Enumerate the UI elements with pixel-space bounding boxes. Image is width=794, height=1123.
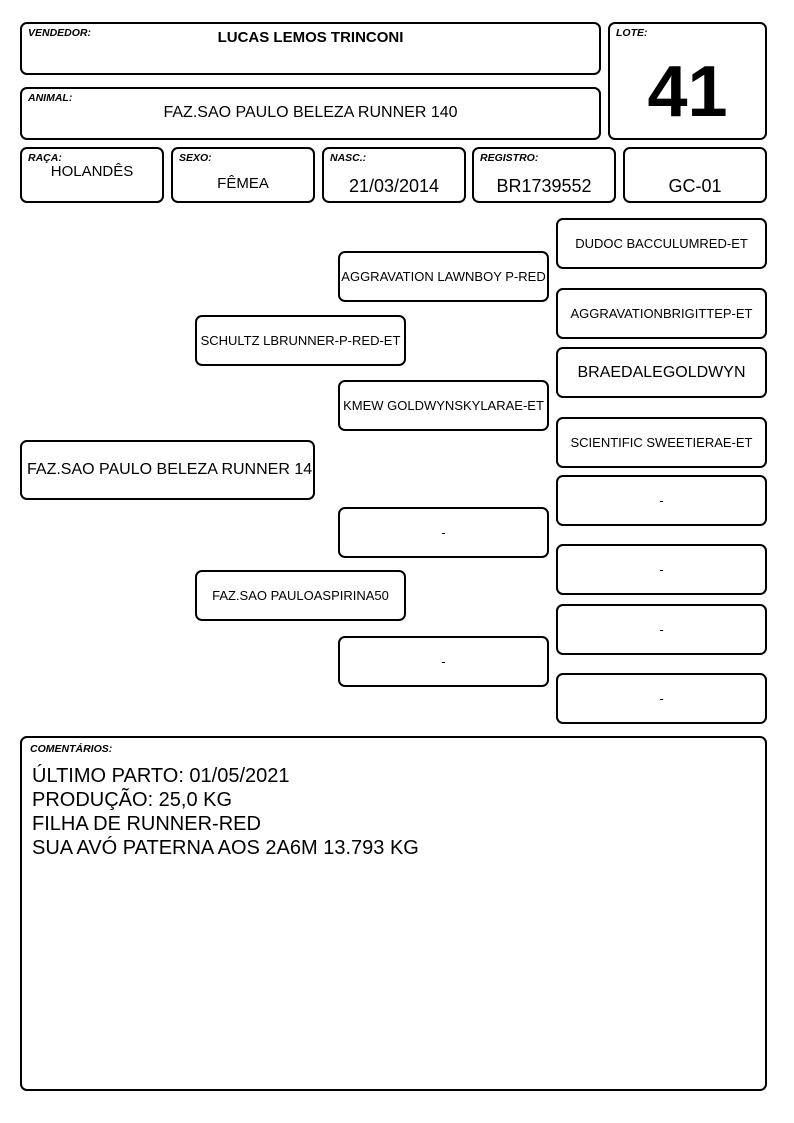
dam-dam-name: - <box>441 654 446 669</box>
nasc-box: NASC.: 21/03/2014 <box>322 147 466 203</box>
ggp-7-name: - <box>659 622 664 637</box>
ggp-4-box: SCIENTIFIC SWEETIERAE-ET <box>556 417 767 468</box>
code-value: GC-01 <box>668 176 722 196</box>
vendedor-value: LUCAS LEMOS TRINCONI <box>217 29 404 46</box>
comments-label: COMENTÁRIOS: <box>30 743 113 755</box>
sire-sire-box: AGGRAVATION LAWNBOY P-RED <box>338 251 549 302</box>
ggp-1-box: DUDOC BACCULUMRED-ET <box>556 218 767 269</box>
sexo-label: SEXO: <box>179 152 212 164</box>
animal-box: ANIMAL: FAZ.SAO PAULO BELEZA RUNNER 140 <box>20 87 601 140</box>
ggp-8-name: - <box>659 691 664 706</box>
ggp-7-box: - <box>556 604 767 655</box>
vendedor-box: VENDEDOR: LUCAS LEMOS TRINCONI <box>20 22 601 75</box>
lote-box: LOTE: 41 <box>608 22 767 140</box>
pedigree-animal-box: FAZ.SAO PAULO BELEZA RUNNER 14 <box>20 440 315 500</box>
sexo-value: FÊMEA <box>217 175 269 192</box>
lote-number: 41 <box>647 52 728 132</box>
dam-name: FAZ.SAO PAULOASPIRINA50 <box>212 588 389 603</box>
comment-line: PRODUÇÃO: 25,0 KG <box>32 789 233 811</box>
comment-line: ÚLTIMO PARTO: 01/05/2021 <box>32 765 290 787</box>
nasc-label: NASC.: <box>330 152 367 164</box>
ggp-4-name: SCIENTIFIC SWEETIERAE-ET <box>570 435 753 450</box>
comment-line: FILHA DE RUNNER-RED <box>32 813 261 835</box>
raca-label: RAÇA: <box>28 152 62 164</box>
ggp-8-box: - <box>556 673 767 724</box>
sire-dam-box: KMEW GOLDWYNSKYLARAE-ET <box>338 380 549 431</box>
ggp-5-box: - <box>556 475 767 526</box>
sire-sire-name: AGGRAVATION LAWNBOY P-RED <box>341 269 546 284</box>
vendedor-label: VENDEDOR: <box>28 27 92 39</box>
ggp-2-box: AGGRAVATIONBRIGITTEP-ET <box>556 288 767 339</box>
raca-value: HOLANDÊS <box>50 163 134 180</box>
sire-name: SCHULTZ LBRUNNER-P-RED-ET <box>200 333 401 348</box>
dam-sire-box: - <box>338 507 549 558</box>
ggp-6-box: - <box>556 544 767 595</box>
ggp-3-name: BRAEDALEGOLDWYN <box>577 363 746 381</box>
raca-box: RAÇA: HOLANDÊS <box>20 147 164 203</box>
comment-line: SUA AVÓ PATERNA AOS 2A6M 13.793 KG <box>32 837 419 859</box>
sire-box: SCHULTZ LBRUNNER-P-RED-ET <box>195 315 406 366</box>
lote-label: LOTE: <box>616 27 648 39</box>
sexo-box: SEXO: FÊMEA <box>171 147 315 203</box>
animal-name: FAZ.SAO PAULO BELEZA RUNNER 140 <box>163 104 458 121</box>
registro-box: REGISTRO: BR1739552 <box>472 147 616 203</box>
sire-dam-name: KMEW GOLDWYNSKYLARAE-ET <box>343 398 544 413</box>
comments-text: ÚLTIMO PARTO: 01/05/2021 PRODUÇÃO: 25,0 … <box>32 764 419 860</box>
dam-sire-name: - <box>441 525 446 540</box>
animal-label: ANIMAL: <box>28 92 73 104</box>
ggp-5-name: - <box>659 493 664 508</box>
dam-dam-box: - <box>338 636 549 687</box>
dam-box: FAZ.SAO PAULOASPIRINA50 <box>195 570 406 621</box>
ggp-2-name: AGGRAVATIONBRIGITTEP-ET <box>570 306 753 321</box>
registro-label: REGISTRO: <box>480 152 539 164</box>
ggp-1-name: DUDOC BACCULUMRED-ET <box>575 236 748 251</box>
ggp-3-box: BRAEDALEGOLDWYN <box>556 347 767 398</box>
code-box: GC-01 <box>623 147 767 203</box>
nasc-value: 21/03/2014 <box>348 176 440 196</box>
comments-box: COMENTÁRIOS: ÚLTIMO PARTO: 01/05/2021 PR… <box>20 736 767 1091</box>
registro-value: BR1739552 <box>496 176 592 196</box>
pedigree-animal-name: FAZ.SAO PAULO BELEZA RUNNER 14 <box>27 461 313 478</box>
ggp-6-name: - <box>659 562 664 577</box>
